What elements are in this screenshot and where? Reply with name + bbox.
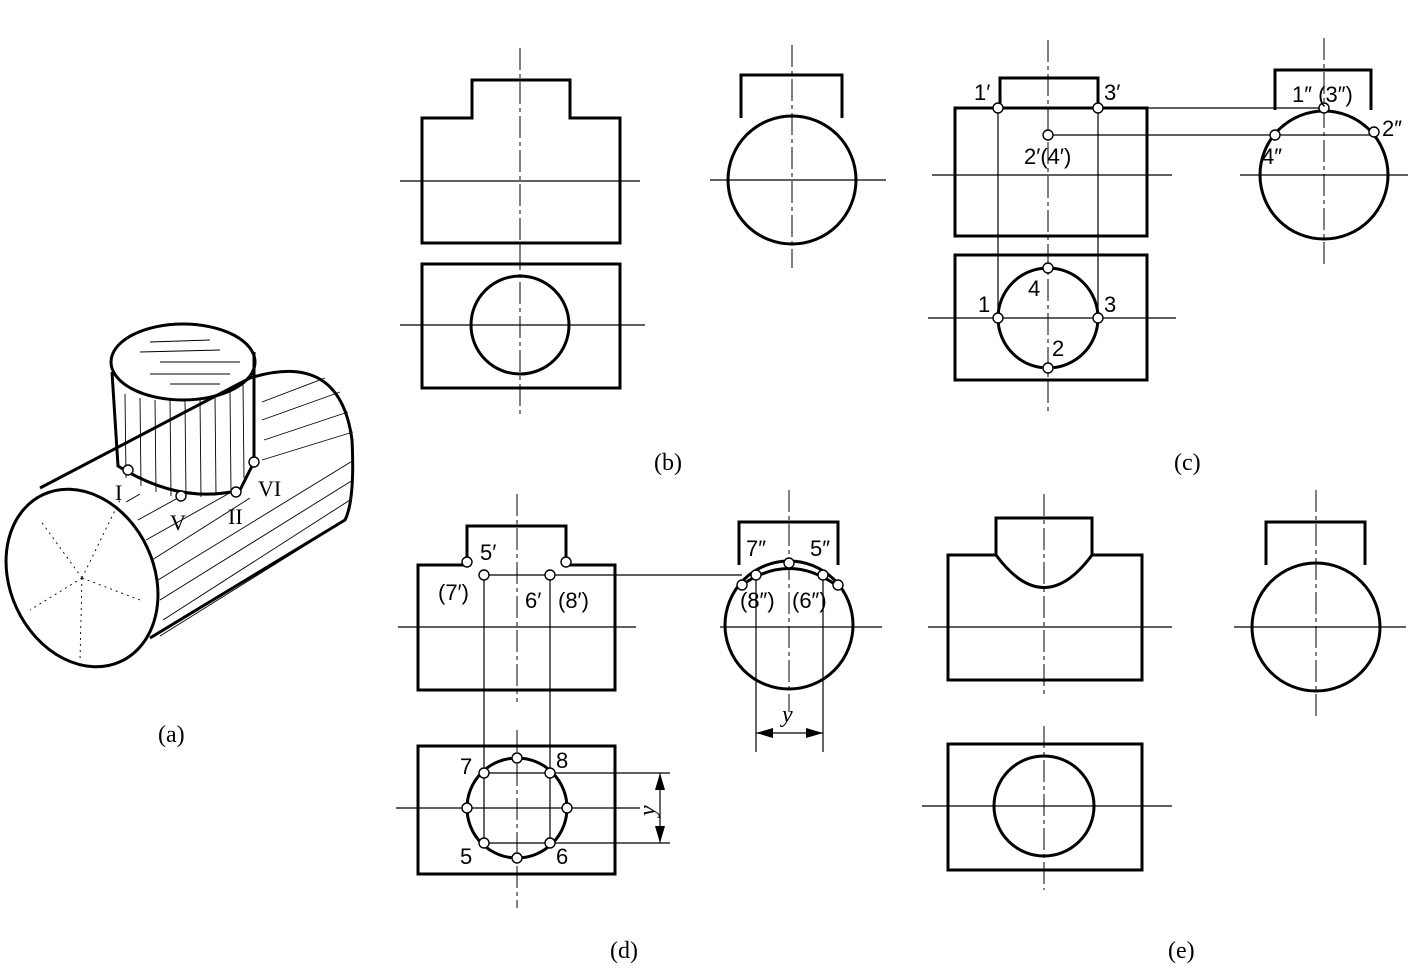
- d-label-7s: 7″: [746, 536, 766, 561]
- c-label-4s: 4″: [1262, 144, 1282, 169]
- c-label-1t: 1: [978, 292, 990, 317]
- c-label-13s: 1″ (3″): [1292, 82, 1353, 107]
- e-side-branch: [1264, 520, 1367, 565]
- c-pt-4t: [1042, 262, 1054, 274]
- c-label-3t: 3: [1104, 292, 1116, 317]
- view-b: (b): [400, 45, 886, 476]
- view-c: 1′ 3′ 2′(4′) 1″ (3″) 2″ 4″ 1 3 4 2 (c): [928, 38, 1408, 476]
- d-label-7f: (7′): [438, 580, 469, 605]
- d-pt-s-r: [832, 579, 844, 591]
- b-front-outline: [420, 78, 622, 245]
- d-side-branch: [737, 520, 840, 565]
- c-front-branch: [998, 76, 1100, 108]
- c-label-24f: 2′(4′): [1024, 144, 1071, 169]
- end-face-dots: [29, 499, 141, 661]
- iso-label-6: VI: [258, 476, 281, 501]
- branch-cylinder-side: [110, 352, 256, 496]
- iso-label-1: I: [115, 480, 122, 505]
- d-pt-t-left: [461, 802, 473, 814]
- d-pt-f-right: [560, 556, 572, 568]
- iso-point-2: [230, 486, 242, 498]
- d-pt-t-8: [544, 767, 556, 779]
- c-pt-13s: [1318, 102, 1330, 114]
- d-pt-t-7: [478, 767, 490, 779]
- c-pt-1t: [992, 312, 1004, 324]
- d-dim-y-side-arrows: [756, 728, 823, 738]
- c-label-1f: 1′: [974, 80, 990, 105]
- d-pt-s-56: [817, 569, 829, 581]
- d-label-8s: (8″): [740, 588, 775, 613]
- c-pt-3f: [1092, 102, 1104, 114]
- c-pt-4s: [1269, 129, 1281, 141]
- view-d: y y 5′ (7′) 6′ (8′) 7: [396, 490, 882, 964]
- d-front-outline: [416, 524, 617, 692]
- iso-point-6: [248, 456, 260, 468]
- d-dim-y-top-label: y: [635, 805, 661, 818]
- caption-d: (d): [610, 938, 638, 964]
- d-pt-s-l: [736, 579, 748, 591]
- c-side-branch: [1273, 68, 1373, 110]
- d-pt-s-top: [783, 557, 795, 569]
- iso-point-1: [122, 464, 134, 476]
- caption-a: (a): [158, 722, 185, 748]
- d-label-8t: 8: [556, 748, 568, 773]
- iso-point-5: [175, 490, 187, 502]
- d-label-8f: (8′): [558, 588, 589, 613]
- c-label-4t: 4: [1028, 276, 1040, 301]
- d-pt-t-right: [561, 802, 573, 814]
- iso-label-5: V: [170, 510, 186, 535]
- e-top-rect: [946, 742, 1144, 872]
- d-pt-t-bottom: [511, 852, 523, 864]
- d-label-5s: 5″: [810, 536, 830, 561]
- e-front-intersection-curve: [994, 554, 1094, 589]
- d-pt-f-57: [478, 569, 490, 581]
- d-dim-y-top-arrows: [655, 773, 665, 843]
- branch-cylinder-hatching: [124, 383, 245, 498]
- view-e: (e): [922, 490, 1406, 964]
- main-cylinder-hatching: [125, 377, 355, 637]
- caption-b: (b): [654, 450, 682, 476]
- top-face-hatching: [139, 339, 240, 385]
- d-pt-f-left: [461, 556, 473, 568]
- isometric-view: I V II VI (a): [4, 322, 355, 748]
- d-pt-f-68: [544, 569, 556, 581]
- c-pt-24f: [1042, 129, 1054, 141]
- c-front-body: [953, 106, 1149, 238]
- c-label-2t: 2: [1052, 336, 1064, 361]
- d-pt-t-5: [478, 837, 490, 849]
- d-label-6t: 6: [556, 844, 568, 869]
- c-label-2s: 2″: [1382, 116, 1402, 141]
- main-cylinder-end-face: [4, 487, 160, 669]
- d-label-6s: (6″): [792, 588, 827, 613]
- c-pt-2s: [1368, 126, 1380, 138]
- main-cylinder-outline: [39, 369, 355, 640]
- d-pt-s-78: [750, 569, 762, 581]
- c-pt-2t: [1042, 362, 1054, 374]
- e-front-outline: [946, 516, 1144, 682]
- b-top-rect: [420, 262, 622, 390]
- d-label-5t: 5: [460, 844, 472, 869]
- iso-label-2: II: [228, 504, 243, 529]
- c-pt-1f: [992, 102, 1004, 114]
- c-label-3f: 3′: [1104, 80, 1120, 105]
- caption-c: (c): [1174, 450, 1201, 476]
- d-label-5f: 5′: [480, 540, 496, 565]
- d-pt-t-top: [511, 752, 523, 764]
- caption-e: (e): [1168, 938, 1195, 964]
- d-dim-y-side-label: y: [780, 702, 793, 728]
- d-label-6f: 6′: [525, 588, 541, 613]
- d-label-7t: 7: [460, 754, 472, 779]
- branch-cylinder-top-face: [109, 322, 257, 402]
- c-pt-3t: [1092, 312, 1104, 324]
- d-pt-t-6: [544, 837, 556, 849]
